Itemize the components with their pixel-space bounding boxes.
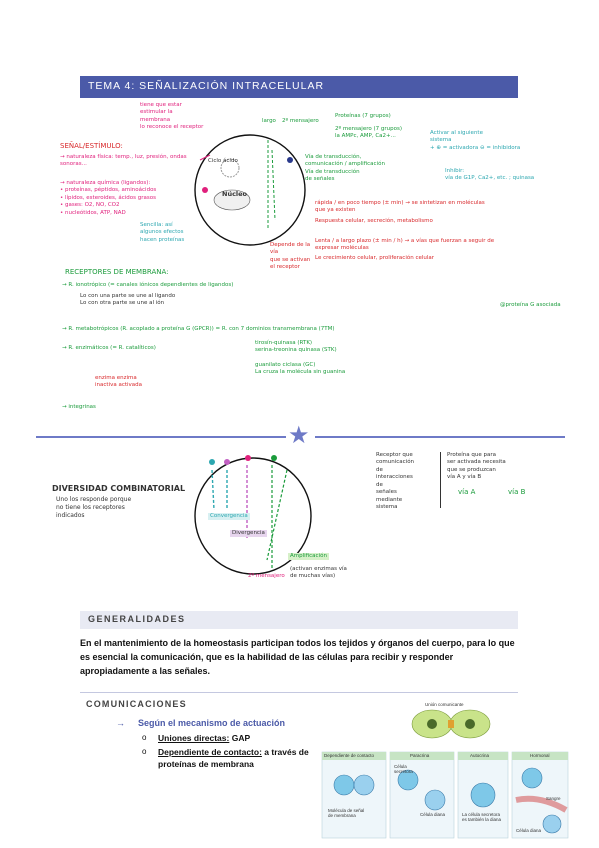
estimulo-quimica: → naturaleza química (ligandos): • prote… <box>60 180 157 216</box>
communication-figure-svg <box>321 709 569 839</box>
divergencia-label: Divergencia <box>230 530 267 538</box>
contacto-value: a través de proteínas de membrana <box>158 747 309 769</box>
r-enzimatico-b: guanilato ciclasa (GC) La cruza la moléc… <box>255 362 346 376</box>
uniones-label: Uniones directas: <box>158 733 230 743</box>
fig-molecula-label: Molécula de señal de membrana <box>328 808 365 818</box>
uniones-value: GAP <box>231 733 251 743</box>
via-b-label: vía B <box>508 488 526 496</box>
comunicaciones-rule <box>80 692 518 693</box>
receptor-note: Receptor que comunicación de interaccion… <box>376 452 415 510</box>
lenta-note: Lenta / a largo plazo (± min / h) → a ví… <box>315 238 495 252</box>
generalidades-text: En el mantenimiento de la homeostasis pa… <box>80 638 515 676</box>
amplificacion-note: (activan enzimas vía de muchas vías) <box>290 566 347 580</box>
bullet-arrow-icon: → <box>116 718 125 728</box>
r-enzimatico: → R. enzimáticos (= R. catalíticos) <box>62 345 156 351</box>
r-ionotropico: → R. ionotrópico (= canales iónicos depe… <box>62 282 234 288</box>
fig-union-label: Unión comunicante <box>425 702 464 707</box>
r-metabotropico: → R. metabotrópicos (R. acoplado a prote… <box>62 326 335 332</box>
diversidad-note: Uno los responde porque no tiene los rec… <box>56 496 132 520</box>
cell-diagram-svg <box>194 134 306 246</box>
cell-diagram-middle-svg <box>194 455 312 575</box>
estimulo-title: SEÑAL/ESTÍMULO: <box>60 142 123 150</box>
receptores-title: RECEPTORES DE MEMBRANA: <box>65 268 169 276</box>
r-integrinas: → integrinas <box>62 404 96 410</box>
via-a-label: vía A <box>458 488 476 496</box>
generalidades-header: GENERALIDADES <box>80 611 518 629</box>
amplificacion-label: Amplificación <box>288 553 329 561</box>
fig-autocrina-label: Autocrina <box>470 753 490 758</box>
communication-figure: Unión comunicante Dependiente de contact… <box>320 700 570 840</box>
divider-right <box>315 436 565 438</box>
crecimiento-note: Le crecimiento celular, proliferación ce… <box>315 255 435 261</box>
largo-note: largo <box>262 118 276 124</box>
uniones-item: Uniones directas: GAP <box>158 732 250 744</box>
fig-diana-label: Célula diana <box>420 812 446 817</box>
fig-secretora-label: Célula secretora <box>394 764 413 774</box>
comunicaciones-title: COMUNICACIONES <box>86 699 187 709</box>
rapida-note: rápida / en poco tiempo (± min) → se sin… <box>315 200 485 214</box>
inhibir-note: Inhibir: vía de G1P, Ca2+, etc. ; quinas… <box>445 168 535 182</box>
via-transduccion-note: Vía de transducción, comunicación / ampl… <box>305 154 385 183</box>
tiene-que-note: tiene que estar estimular la membrana lo… <box>140 102 204 131</box>
segundo-mensajero-label: 2º mensajero <box>248 573 285 579</box>
fig-diana2-label: Célula diana <box>516 828 542 833</box>
page-title: TEMA 4: SEÑALIZACIÓN INTRACELULAR <box>88 80 325 92</box>
divider-left <box>36 436 286 438</box>
r-enzimatico-a: tirosín-quinasa (RTK) serina-treonina qu… <box>255 340 337 354</box>
sencilla-note: Sencilla: así algunos efectos hacen prot… <box>140 222 185 243</box>
estimulo-fisica: → naturaleza física: temp., luz, presión… <box>60 154 187 168</box>
fig-receptores-label: La célula secretora es también la diana <box>462 812 502 822</box>
fig-paracrina-label: Paracrina <box>410 753 430 758</box>
segundo-mensajero-2-note: 2º mensajero (7 grupos) la AMPc, AMP, Ca… <box>335 126 402 140</box>
depende-note: Depende de la vía que se activan el rece… <box>270 242 311 271</box>
section-header: TEMA 4: SEÑALIZACIÓN INTRACELULAR <box>80 76 518 98</box>
ciclo-label: Ciclo ácido <box>208 158 238 164</box>
respuesta-note: Respuesta celular, secreción, metabolism… <box>315 218 433 224</box>
segundo-mensajero-note: 2º mensajero <box>282 118 319 124</box>
fig-hormonal-label: Hormonal <box>530 753 550 758</box>
activar-note: Activar al siguiente sistema + ⊕ = activ… <box>430 130 521 151</box>
r-ionotropico-note: Lo con una parte se une al ligando Lo co… <box>80 293 176 307</box>
bracket-divider <box>440 452 441 508</box>
generalidades-title: GENERALIDADES <box>88 614 186 624</box>
enzima-note: enzima enzima inactiva activada <box>95 375 143 389</box>
contacto-item: Dependiente de contacto: a través de pro… <box>158 746 318 770</box>
nucleo-label: Núcleo <box>222 190 248 198</box>
proteina-note: Proteína que para ser activada necesita … <box>447 452 506 481</box>
mecanismo-heading: Según el mecanismo de actuación <box>138 718 286 728</box>
fig-dependiente-label: Dependiente de contacto <box>324 753 375 758</box>
star-icon: ★ <box>288 422 310 449</box>
bullet-dot: o <box>142 747 147 756</box>
diversidad-title: DIVERSIDAD COMBINATORIAL <box>52 484 186 493</box>
convergencia-label: Convergencia <box>208 513 250 521</box>
proteina-g-note: @proteína G asociada <box>500 302 561 308</box>
bullet-dot: o <box>142 733 147 742</box>
cell-diagram-middle <box>192 450 314 580</box>
contacto-label: Dependiente de contacto: <box>158 747 262 757</box>
proteinas-g-note: Proteínas (7 grupos) <box>335 113 391 119</box>
cell-diagram-top <box>190 130 310 250</box>
fig-sangre-label: Sangre <box>546 796 561 801</box>
